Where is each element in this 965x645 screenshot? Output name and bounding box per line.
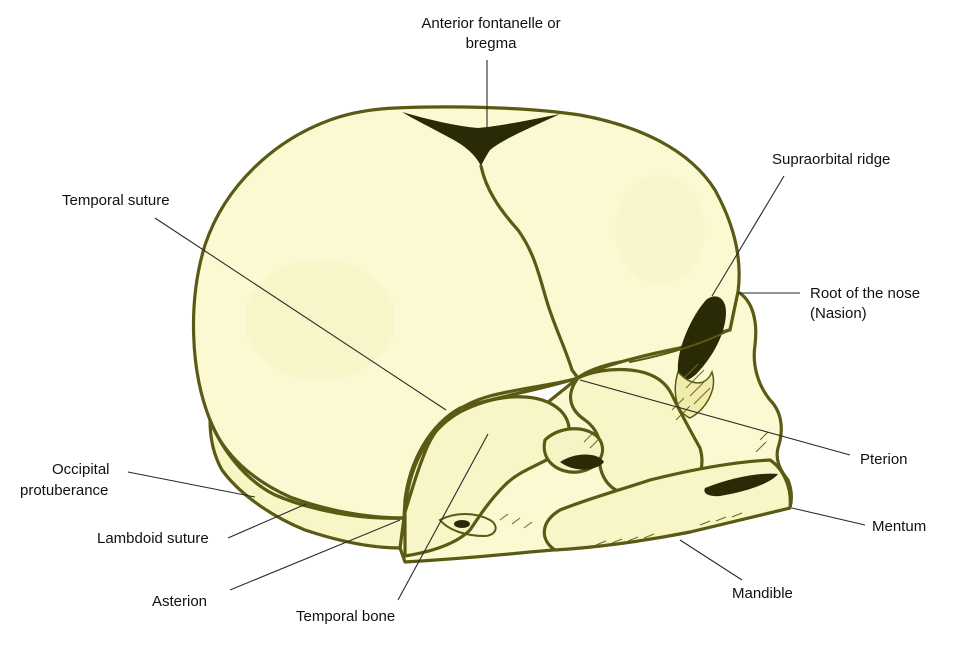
label-mentum: Mentum [872,518,926,535]
label-anterior-fontanelle-line1: Anterior fontanelle or [421,15,560,32]
ear-canal [560,454,604,470]
label-mandible: Mandible [732,585,793,602]
leader-pterion [579,379,851,456]
label-root-of-nose-line2: (Nasion) [810,305,867,322]
frontal-shading [615,175,705,285]
coronal-suture [479,164,580,380]
leader-mandible [679,539,743,581]
label-temporal-bone: Temporal bone [296,608,395,625]
jaw-shadow [704,473,778,497]
squamous-suture [403,376,580,514]
leader-supraorbital-ridge [711,175,785,297]
label-pterion: Pterion [860,451,908,468]
leader-occipital-protuberance [127,471,256,498]
orbit [677,296,726,381]
leader-asterion [229,519,401,591]
anterior-fontanelle-shape [402,112,560,166]
hatching [499,363,769,546]
lambdoid-suture-shape [210,423,406,520]
orbit-shadow [674,369,715,419]
skull-illustration [191,105,793,564]
label-occipital-protuberance-line2: protuberance [20,482,108,499]
leader-lambdoid-suture [227,503,307,539]
labels: Anterior fontanelle or bregma Supraorbit… [20,15,926,625]
label-occipital-protuberance-line1: Occipital [52,461,110,478]
brow-line [629,329,731,363]
vault-shading [245,260,395,380]
leader-mentum [791,507,866,526]
label-temporal-suture: Temporal suture [62,192,170,209]
leader-temporal-suture [154,217,447,411]
leader-temporal-bone [397,433,489,601]
stylomastoid-pit [454,520,470,528]
label-lambdoid-suture: Lambdoid suture [97,530,209,547]
mastoid-detail [438,513,497,538]
label-root-of-nose-line1: Root of the nose [810,285,920,302]
label-anterior-fontanelle-line2: bregma [466,35,518,52]
label-supraorbital-ridge: Supraorbital ridge [772,151,890,168]
occipital-band [208,418,406,550]
label-asterion: Asterion [152,593,207,610]
leader-lines [127,60,866,601]
